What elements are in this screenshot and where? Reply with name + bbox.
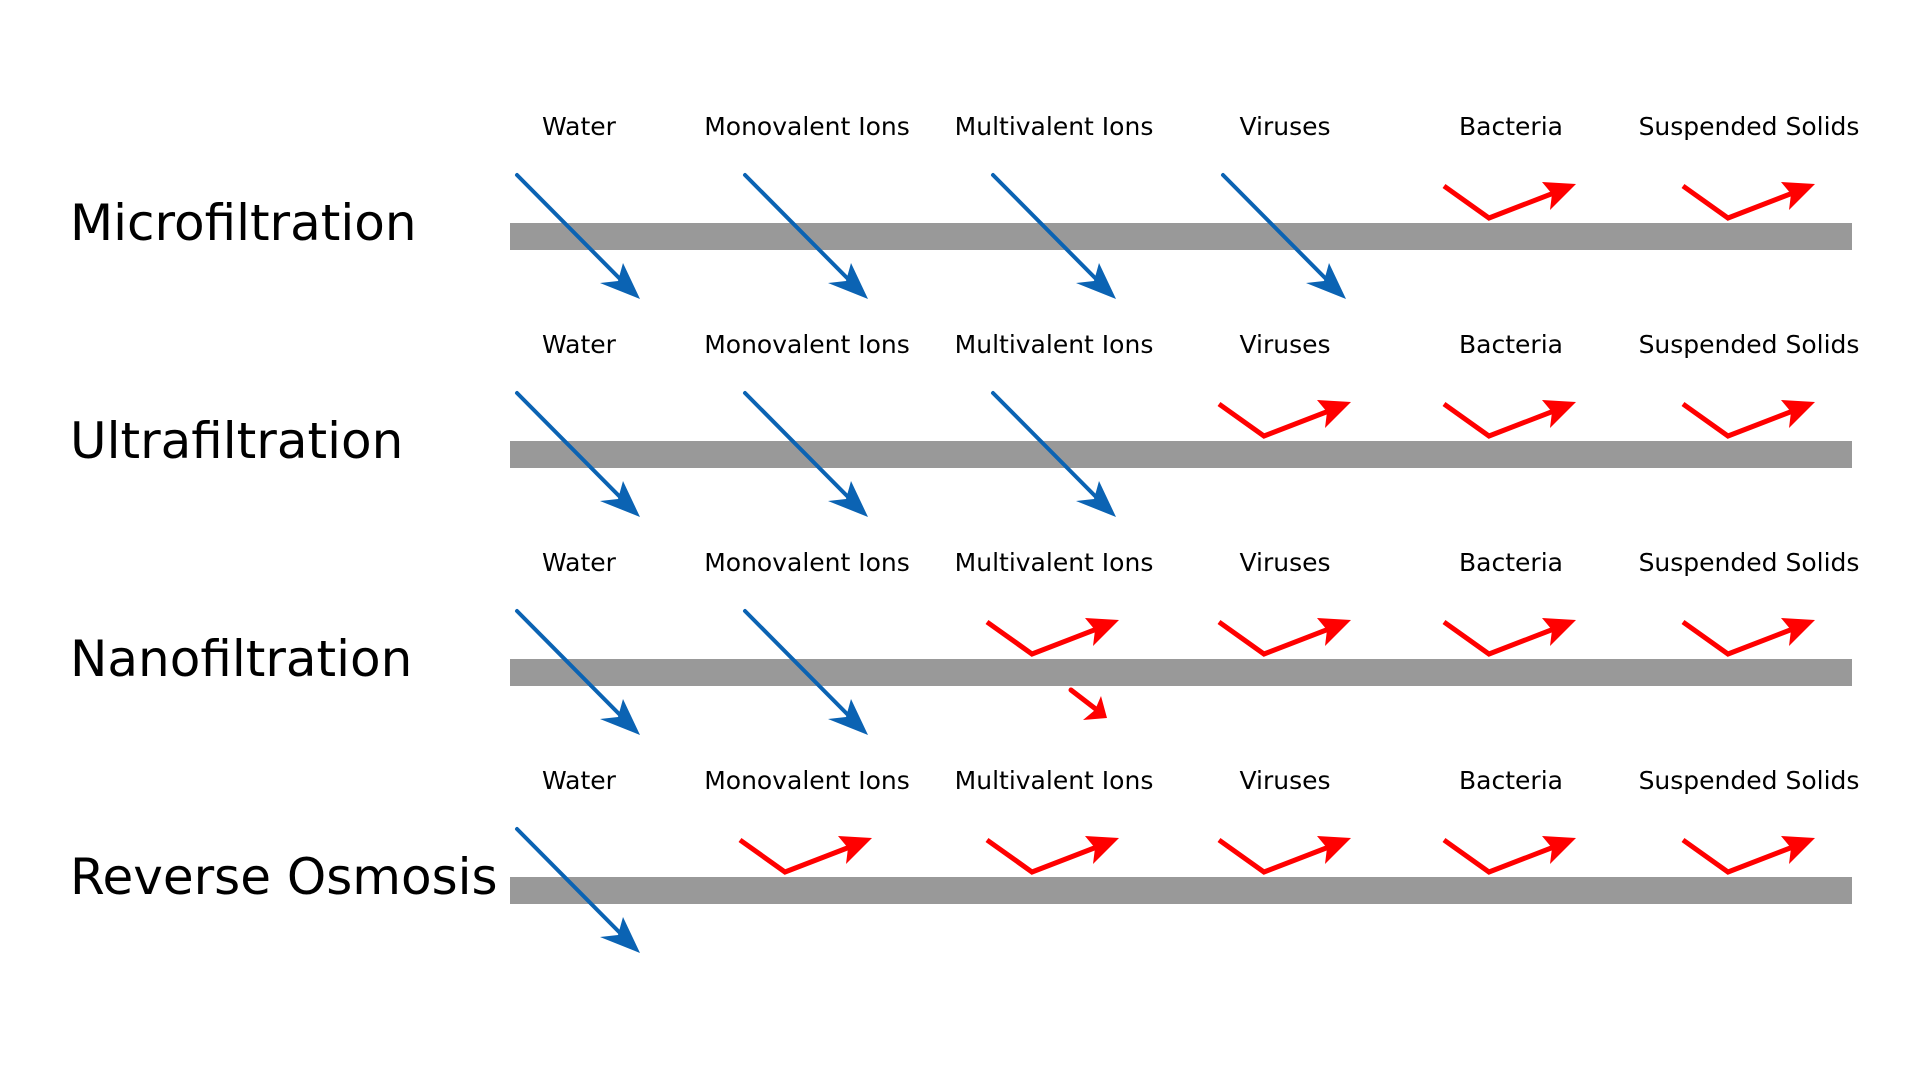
arrow-reflected-icon bbox=[1217, 836, 1351, 875]
process-row: Ultrafiltration Water Monovalent Ions Multi… bbox=[70, 330, 1859, 517]
arrow-through-membrane-icon bbox=[991, 173, 1116, 299]
contaminant-label: Bacteria bbox=[1459, 112, 1563, 141]
arrow-reflected-icon bbox=[1681, 836, 1815, 875]
contaminant-label: Water bbox=[542, 766, 617, 795]
arrow-through-membrane-icon bbox=[743, 391, 868, 517]
arrow-through-membrane-icon bbox=[515, 609, 640, 735]
process-row: Microfiltration Water Monovalent Ions Multi… bbox=[70, 112, 1859, 299]
process-label: Nanofiltration bbox=[70, 630, 412, 688]
membrane-bar bbox=[510, 659, 1852, 686]
arrow-through-membrane-icon bbox=[515, 827, 640, 953]
contaminant-label: Monovalent Ions bbox=[704, 766, 910, 795]
contaminant-label: Water bbox=[542, 112, 617, 141]
contaminant-label: Multivalent Ions bbox=[955, 112, 1154, 141]
contaminant-label: Bacteria bbox=[1459, 330, 1563, 359]
process-row: Reverse Osmosis Water Monovalent Ions Multi… bbox=[70, 766, 1859, 953]
arrow-reflected-icon bbox=[1442, 400, 1576, 439]
arrow-reflected-icon bbox=[1442, 836, 1576, 875]
arrow-through-membrane-icon bbox=[743, 609, 868, 735]
contaminant-label: Suspended Solids bbox=[1639, 548, 1860, 577]
arrow-partially-reflected-icon bbox=[985, 618, 1119, 720]
arrow-through-membrane-icon bbox=[1221, 173, 1346, 299]
arrow-through-membrane-icon bbox=[991, 391, 1116, 517]
arrow-reflected-icon bbox=[1217, 618, 1351, 657]
process-label: Microfiltration bbox=[70, 194, 417, 252]
arrow-reflected-icon bbox=[1681, 182, 1815, 221]
contaminant-label: Water bbox=[542, 330, 617, 359]
membrane-bar bbox=[510, 223, 1852, 250]
arrow-reflected-icon bbox=[1442, 618, 1576, 657]
arrow-reflected-icon bbox=[1681, 618, 1815, 657]
arrow-through-membrane-icon bbox=[515, 173, 640, 299]
arrow-reflected-icon bbox=[1217, 400, 1351, 439]
contaminant-label: Bacteria bbox=[1459, 766, 1563, 795]
contaminant-label: Water bbox=[542, 548, 617, 577]
contaminant-label: Multivalent Ions bbox=[955, 548, 1154, 577]
contaminant-label: Suspended Solids bbox=[1639, 112, 1860, 141]
arrow-reflected-icon bbox=[1681, 400, 1815, 439]
contaminant-label: Viruses bbox=[1239, 766, 1330, 795]
contaminant-label: Viruses bbox=[1239, 330, 1330, 359]
contaminant-label: Monovalent Ions bbox=[704, 548, 910, 577]
arrow-reflected-icon bbox=[985, 836, 1119, 875]
arrow-reflected-icon bbox=[738, 836, 872, 875]
process-label: Ultrafiltration bbox=[70, 412, 403, 470]
membrane-bar bbox=[510, 877, 1852, 904]
arrow-through-membrane-icon bbox=[743, 173, 868, 299]
contaminant-label: Multivalent Ions bbox=[955, 330, 1154, 359]
arrow-through-membrane-icon bbox=[515, 391, 640, 517]
membrane-bar bbox=[510, 441, 1852, 468]
contaminant-label: Monovalent Ions bbox=[704, 330, 910, 359]
contaminant-label: Bacteria bbox=[1459, 548, 1563, 577]
contaminant-label: Suspended Solids bbox=[1639, 330, 1860, 359]
process-row: Nanofiltration Water Monovalent Ions Multiv… bbox=[70, 548, 1859, 735]
contaminant-label: Viruses bbox=[1239, 548, 1330, 577]
contaminant-label: Multivalent Ions bbox=[955, 766, 1154, 795]
process-label: Reverse Osmosis bbox=[70, 848, 498, 906]
contaminant-label: Viruses bbox=[1239, 112, 1330, 141]
arrow-reflected-icon bbox=[1442, 182, 1576, 221]
contaminant-label: Suspended Solids bbox=[1639, 766, 1860, 795]
contaminant-label: Monovalent Ions bbox=[704, 112, 910, 141]
